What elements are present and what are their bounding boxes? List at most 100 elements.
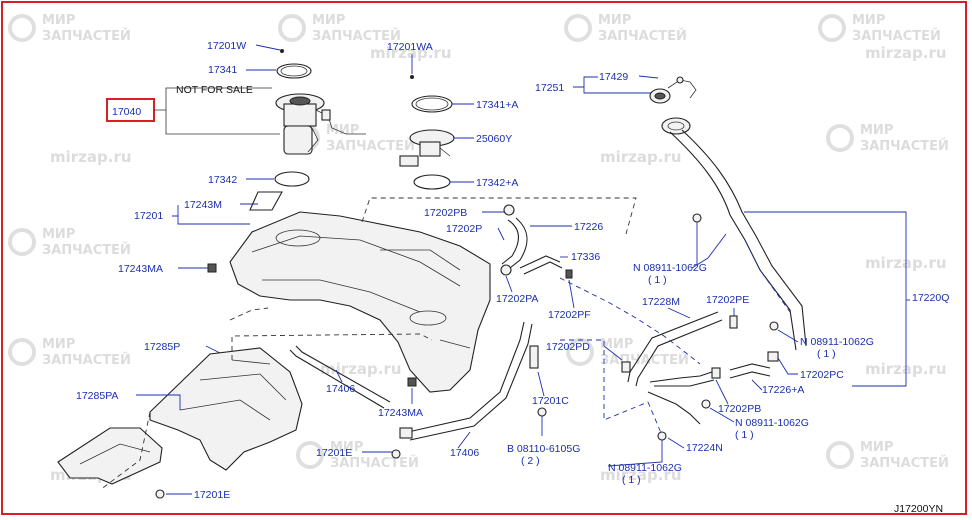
label-17243MA-bot[interactable]: 17243MA [378,407,423,419]
svg-text:ЗАПЧАСТЕЙ: ЗАПЧАСТЕЙ [860,138,949,154]
clip-17202PD [621,361,631,373]
svg-text:ЗАПЧАСТЕЙ: ЗАПЧАСТЕЙ [42,352,131,368]
leader-17251-b [583,87,660,94]
label-17342A[interactable]: 17342+A [476,177,518,189]
label-17336[interactable]: 17336 [571,251,600,263]
svg-text:МИР: МИР [860,123,893,138]
svg-text:МИР: МИР [42,13,75,28]
bolt-08911-2 [769,321,779,331]
label-17202PA[interactable]: 17202PA [496,293,538,305]
svg-text:ЗАПЧАСТЕЙ: ЗАПЧАСТЕЙ [42,28,131,44]
label-17202PF[interactable]: 17202PF [548,309,591,321]
level-sender-unit [399,129,455,167]
label-17406-bot[interactable]: 17406 [450,447,479,459]
label-17226[interactable]: 17226 [574,221,603,233]
right-hose-group: N 08911-1062G ( 1 ) 17228M 17202PE N 089… [546,213,874,486]
svg-text:ЗАПЧАСТЕЙ: ЗАПЧАСТЕЙ [600,352,689,368]
svg-text:ЗАПЧАСТЕЙ: ЗАПЧАСТЕЙ [42,242,131,258]
watermark-logo-1: МИР ЗАПЧАСТЕЙ [8,13,131,44]
nut-17201E-bot [155,489,165,499]
svg-text:ЗАПЧАСТЕЙ: ЗАПЧАСТЕЙ [326,138,415,154]
label-17285PA[interactable]: 17285PA [76,390,118,402]
label-17342[interactable]: 17342 [208,174,237,186]
label-17201W[interactable]: 17201W [207,40,246,52]
gasket-ring-17341A-inner [415,97,449,111]
tank-shell [229,211,491,393]
label-08911-1[interactable]: N 08911-1062G [633,262,707,274]
label-08911-4[interactable]: N 08911-1062G [608,462,682,474]
watermark-site-4: mirzap.ru [600,148,682,166]
clip-17201WA [410,75,414,79]
label-17228M[interactable]: 17228M [642,296,680,308]
clip-17202PA [500,264,512,276]
svg-text:ЗАПЧАСТЕЙ: ЗАПЧАСТЕЙ [312,28,401,44]
hose-17228M [627,311,719,383]
label-17285P[interactable]: 17285P [144,341,180,353]
svg-text:ЗАПЧАСТЕЙ: ЗАПЧАСТЕЙ [852,28,941,44]
diagram-code: J17200YN [894,503,943,515]
clip-17202PE [729,315,738,329]
label-17243M[interactable]: 17243M [184,199,222,211]
pad-17243MA-left [207,263,217,273]
label-17406-top[interactable]: 17406 [326,383,355,395]
label-17202PE[interactable]: 17202PE [706,294,749,306]
strap-17406-top [289,349,385,409]
pad-17243MA-bot [407,377,417,387]
svg-text:МИР: МИР [42,337,75,352]
label-17243MA-left[interactable]: 17243MA [118,263,163,275]
label-17341[interactable]: 17341 [208,64,237,76]
label-08110[interactable]: B 08110-6105G [507,443,580,455]
label-17201E-bot[interactable]: 17201E [194,489,230,501]
label-17224N[interactable]: 17224N [686,442,723,454]
label-17201WA[interactable]: 17201WA [387,41,433,53]
level-gauge-group: 17201WA 17341+A 25060Y 17342+A [387,41,518,190]
nut-17201E-mid [391,449,401,459]
svg-text:ЗАПЧАСТЕЙ: ЗАПЧАСТЕЙ [330,455,419,471]
pad-17243M [249,191,283,211]
watermark-logo-7: МИР ЗАПЧАСТЕЙ [8,227,131,258]
label-17202PB-top[interactable]: 17202PB [424,207,467,219]
watermark-site-1: mirzap.ru [370,44,452,62]
hose-17226 [501,219,519,265]
label-17251[interactable]: 17251 [535,82,564,94]
vent-hose-group: 17202PB 17202P 17226 17336 17202PA 17202… [424,204,603,321]
label-17341A[interactable]: 17341+A [476,99,518,111]
label-25060Y[interactable]: 25060Y [476,133,512,145]
label-17201[interactable]: 17201 [134,210,163,222]
svg-text:МИР: МИР [42,227,75,242]
label-17202PD[interactable]: 17202PD [546,341,590,353]
label-08110-qty: ( 2 ) [521,455,540,467]
svg-text:ЗАПЧАСТЕЙ: ЗАПЧАСТЕЙ [860,455,949,471]
svg-text:МИР: МИР [860,440,893,455]
label-17220Q[interactable]: 17220Q [912,292,949,304]
gasket-ring-17341 [276,63,312,79]
svg-text:МИР: МИР [600,337,633,352]
leader-17220Q [744,211,907,387]
watermark-logo-6: МИР ЗАПЧАСТЕЙ [826,123,949,154]
label-17201E-mid[interactable]: 17201E [316,447,352,459]
strap-17406-bot [407,321,525,433]
bolt-17201C-b [537,407,547,417]
leader-17251 [573,76,598,88]
label-17429[interactable]: 17429 [599,71,628,83]
gasket-ring-17342 [274,171,310,187]
label-08911-2[interactable]: N 08911-1062G [800,336,874,348]
label-17202PC[interactable]: 17202PC [800,369,844,381]
label-08911-3[interactable]: N 08911-1062G [735,417,809,429]
fuel-pump-group: 17201W 17341 NOT FOR SALE 17040 17342 [106,40,366,187]
label-17202P[interactable]: 17202P [446,223,482,235]
leader-17201W [255,44,281,51]
label-17226A[interactable]: 17226+A [762,384,804,396]
label-17201C[interactable]: 17201C [532,395,569,407]
watermark-logo-8: МИР ЗАПЧАСТЕЙ [8,337,131,368]
watermark-logo-11: МИР ЗАПЧАСТЕЙ [826,440,949,471]
hose-17226A [729,363,771,371]
label-17040[interactable]: 17040 [112,106,141,118]
gasket-ring-17342A [413,174,451,190]
bolt-08911-4 [657,431,667,441]
label-17202PB-bot[interactable]: 17202PB [718,403,761,415]
label-08911-1-qty: ( 1 ) [648,274,667,286]
fuel-pump-module [275,93,366,155]
tank-top-dash [361,197,637,235]
